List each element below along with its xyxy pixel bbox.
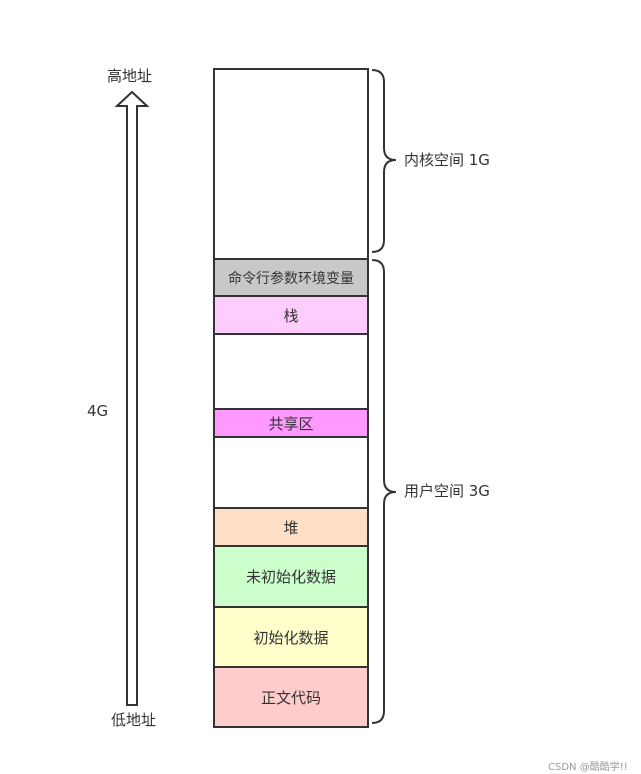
shared-label: 共享区 [268, 414, 314, 433]
data-segment: 初始化数据 [214, 608, 368, 668]
total-size-label: 4G [87, 402, 109, 420]
data-label: 初始化数据 [253, 628, 329, 647]
kernel-space-block [214, 70, 368, 260]
heap-label: 堆 [283, 518, 299, 537]
kernel-space-label: 内核空间 1G [404, 151, 490, 169]
stack-label: 栈 [283, 306, 299, 325]
stack-heap-gap [214, 335, 368, 410]
heap-segment: 堆 [214, 507, 368, 547]
heap-shared-gap [214, 438, 368, 509]
env-args-label: 命令行参数环境变量 [228, 270, 354, 287]
env-args-segment: 命令行参数环境变量 [214, 258, 368, 297]
stack-segment: 栈 [214, 297, 368, 335]
high-address-label: 高地址 [107, 67, 153, 85]
bss-segment: 未初始化数据 [214, 547, 368, 608]
text-segment: 正文代码 [214, 668, 368, 726]
user-space-brace [371, 259, 397, 724]
kernel-space-brace [371, 69, 397, 253]
address-axis-arrow [114, 90, 150, 706]
low-address-label: 低地址 [111, 711, 157, 729]
text-label: 正文代码 [260, 688, 321, 707]
watermark: CSDN @酷酷学!! [548, 762, 628, 773]
bss-label: 未初始化数据 [245, 568, 336, 586]
shared-segment: 共享区 [214, 408, 368, 438]
user-space-label: 用户空间 3G [404, 482, 490, 500]
